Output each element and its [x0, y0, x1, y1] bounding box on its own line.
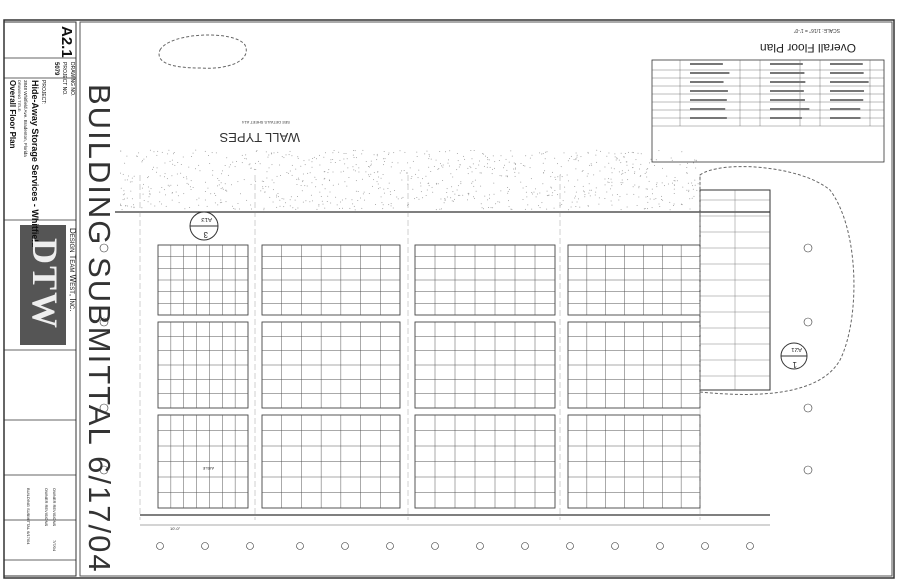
grid-bubble	[342, 543, 349, 550]
grid-bubble	[612, 543, 619, 550]
landscape-stipple	[120, 150, 701, 211]
grid-bubble	[522, 543, 529, 550]
grid-bubble	[387, 543, 394, 550]
grid-bubble	[804, 404, 812, 412]
drawing-title: Overall Floor Plan	[7, 80, 16, 148]
drawing-no-label: DRAWING NO.	[69, 62, 75, 96]
firm-logo: DTW	[24, 238, 64, 330]
grid-bubble	[432, 543, 439, 550]
grid-bubble	[247, 543, 254, 550]
callout-sheet-a21: A21	[791, 345, 802, 352]
plan-scale: SCALE: 1/16" = 1'-0"	[794, 27, 840, 33]
legend-frame	[652, 60, 884, 162]
revision-2: OWNER REVISIONS	[44, 488, 48, 526]
grid-bubble	[804, 466, 812, 474]
revision-1: OWNER REVISIONS	[52, 488, 56, 526]
sheet-number: A2.1	[58, 26, 75, 58]
callout-number-3: 3	[204, 229, 208, 238]
grid-bubble	[157, 543, 164, 550]
drawing-title-label: DRAWING TITLE:	[17, 80, 21, 112]
aisle-label: AISLE	[203, 466, 214, 470]
grid-bubble	[747, 543, 754, 550]
callout-sheet-a13: A13	[201, 215, 212, 222]
submittal-stamp: BUILDING SUBMITTAL 6/17/04	[82, 84, 116, 574]
grid-bubble	[657, 543, 664, 550]
revision-date: 7/7/04	[52, 540, 56, 551]
callout-number-1: 1	[793, 359, 797, 368]
grid-bubble	[804, 318, 812, 326]
firm-name: Design Team West, Inc.	[67, 228, 76, 311]
dimension-label: 10'-0"	[170, 527, 180, 531]
project-no-label: PROJECT NO.	[61, 62, 67, 96]
grid-bubble	[297, 543, 304, 550]
sheet-border	[4, 20, 894, 578]
revision-cloud	[700, 167, 854, 395]
revision-cloud-wall-types	[159, 35, 246, 68]
grid-bubble	[804, 244, 812, 252]
project-name: Hide-Away Storage Services - Whitfield	[29, 80, 39, 247]
project-address: 3848 Whitfield Ave. Bradenton, Florida	[22, 80, 27, 157]
grid-bubble	[202, 543, 209, 550]
grid-bubble	[477, 543, 484, 550]
finish-legend-table	[652, 60, 884, 162]
plan-title: Overall Floor Plan	[760, 41, 856, 54]
wall-types-note: SEE DETAILS SHEET A14	[242, 120, 290, 124]
submittal-note: BUILDING SUBMITTAL 6/17/04	[26, 488, 30, 544]
project-number: 5079	[52, 62, 59, 75]
wall-types-heading: WALL TYPES	[220, 130, 300, 144]
project-label: PROJECT:	[40, 80, 46, 104]
grid-bubble	[567, 543, 574, 550]
grid-bubble	[702, 543, 709, 550]
